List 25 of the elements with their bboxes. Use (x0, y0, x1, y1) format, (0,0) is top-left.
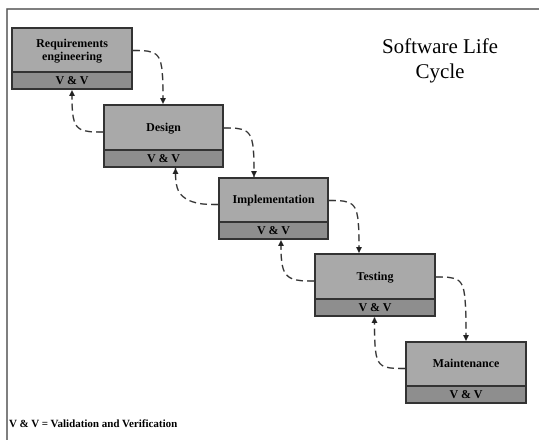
vv-label: V & V (316, 298, 434, 315)
phase-name: Implementation (232, 193, 314, 207)
title: Software Life Cycle (380, 34, 500, 84)
process-box (314, 253, 436, 317)
process-box (11, 27, 133, 90)
vv-label: V & V (220, 221, 327, 238)
arrow (224, 127, 257, 177)
arrow (278, 240, 314, 282)
arrow (69, 90, 103, 133)
process-box (218, 177, 329, 240)
arrow (172, 168, 218, 206)
arrow (372, 317, 405, 370)
phase-name: Testing (356, 270, 394, 284)
phase-name: Maintenance (432, 357, 500, 371)
vv-label: V & V (105, 149, 222, 166)
arrow (133, 50, 166, 104)
process-box (405, 341, 527, 404)
phase-name: Requirements engineering (35, 36, 109, 64)
arrow (436, 276, 469, 341)
arrow (329, 200, 362, 253)
phase-name: Design (146, 120, 181, 134)
vv-label: V & V (13, 71, 131, 88)
process-box (103, 104, 224, 168)
vv-label: V & V (407, 385, 525, 402)
caption: V & V = Validation and Verification (9, 418, 178, 430)
